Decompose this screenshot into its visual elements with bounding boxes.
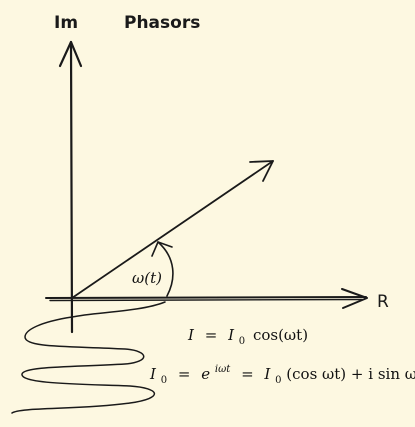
angle-arc bbox=[157, 241, 174, 297]
eq1-rest: cos(ωt) bbox=[253, 326, 308, 344]
im-axis-line bbox=[69, 40, 74, 334]
im-axis-label: Im bbox=[54, 13, 78, 33]
re-axis-line-overdraw bbox=[49, 298, 363, 302]
angle-arrowhead-icon bbox=[151, 241, 173, 257]
eq2-sub-2: 0 bbox=[275, 375, 281, 386]
im-arrowhead-icon bbox=[58, 40, 83, 68]
equation-2: I 0 = e iωt = I 0 (cos ωt) + i sin ωt bbox=[149, 358, 415, 387]
diagram-title: Phasors bbox=[124, 13, 200, 33]
eq2-equals-2: = bbox=[241, 365, 254, 383]
eq1-equals: = bbox=[205, 326, 218, 344]
sine-wave bbox=[11, 301, 166, 414]
eq2-rest: (cos ωt) + i sin ωt bbox=[286, 365, 415, 383]
eq2-exp-sup: iωt bbox=[215, 364, 231, 375]
eq2-exp-base: e bbox=[201, 365, 210, 383]
phasor-arrowhead-icon bbox=[249, 160, 274, 182]
eq2-sub: 0 bbox=[161, 375, 167, 386]
eq1-base: I bbox=[227, 326, 235, 344]
eq2-base: I bbox=[149, 365, 157, 383]
equation-1: I = I 0 cos(ωt) bbox=[187, 326, 308, 348]
re-arrowhead-icon bbox=[341, 288, 368, 309]
eq1-lhs: I bbox=[187, 326, 195, 344]
angle-label: ω(t) bbox=[132, 269, 162, 287]
eq2-equals-1: = bbox=[178, 365, 191, 383]
real-axis-label: R bbox=[377, 292, 389, 312]
phasor-vector-line bbox=[71, 160, 274, 299]
re-axis-line bbox=[45, 296, 367, 299]
eq1-sub: 0 bbox=[239, 336, 245, 347]
eq2-base-2: I bbox=[263, 365, 271, 383]
